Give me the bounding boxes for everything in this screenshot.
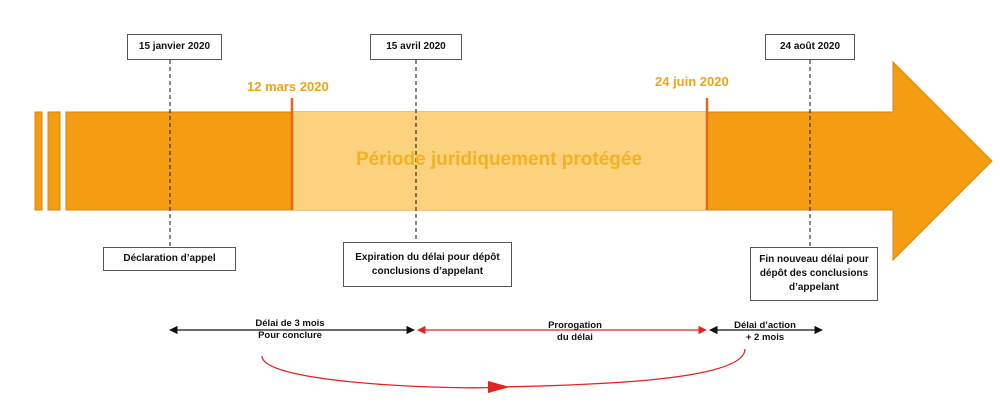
span-prorogation-label: Prorogation du délai (515, 320, 635, 344)
date-12-mars: 12 mars 2020 (247, 79, 329, 94)
event-expiration-line1: Expiration du délai pour dépôt (355, 251, 500, 263)
date-box-avr: 15 avril 2020 (370, 34, 462, 60)
span-delai-line2: Pour conclure (258, 330, 322, 341)
span-delai-line1: Délai de 3 mois (255, 318, 325, 329)
span-action-line1: Délai d’action (734, 320, 796, 331)
curved-shift-arrow (261, 348, 746, 389)
timeline-stub-2 (47, 111, 61, 211)
protected-period-band (292, 112, 707, 210)
protected-period-label: Période juridiquement protégée (355, 149, 643, 170)
span-prorogation-line1: Prorogation (548, 320, 602, 331)
timeline-stub-1 (34, 111, 43, 211)
span-prorogation-line2: du délai (557, 332, 593, 343)
event-expiration: Expiration du délai pour dépôt conclusio… (343, 242, 512, 287)
curved-shift-arrowhead (488, 381, 510, 393)
event-declaration: Déclaration d’appel (103, 247, 236, 271)
event-fin-delai: Fin nouveau délai pour dépôt des conclus… (750, 247, 878, 301)
span-action-label: Délai d’action + 2 mois (710, 320, 820, 344)
event-expiration-line2: conclusions d’appelant (371, 265, 484, 277)
event-fin-line1: Fin nouveau délai pour (759, 254, 869, 265)
event-declaration-text: Déclaration d’appel (123, 253, 216, 264)
date-box-aout: 24 août 2020 (765, 34, 855, 60)
span-delai-label: Délai de 3 mois Pour conclure (230, 318, 350, 342)
span-action-line2: + 2 mois (745, 332, 785, 343)
date-24-juin: 24 juin 2020 (655, 74, 729, 89)
event-fin-line3: d’appelant (788, 282, 839, 293)
date-box-jan: 15 janvier 2020 (127, 34, 222, 60)
event-fin-line2: dépôt des conclusions (759, 268, 869, 279)
